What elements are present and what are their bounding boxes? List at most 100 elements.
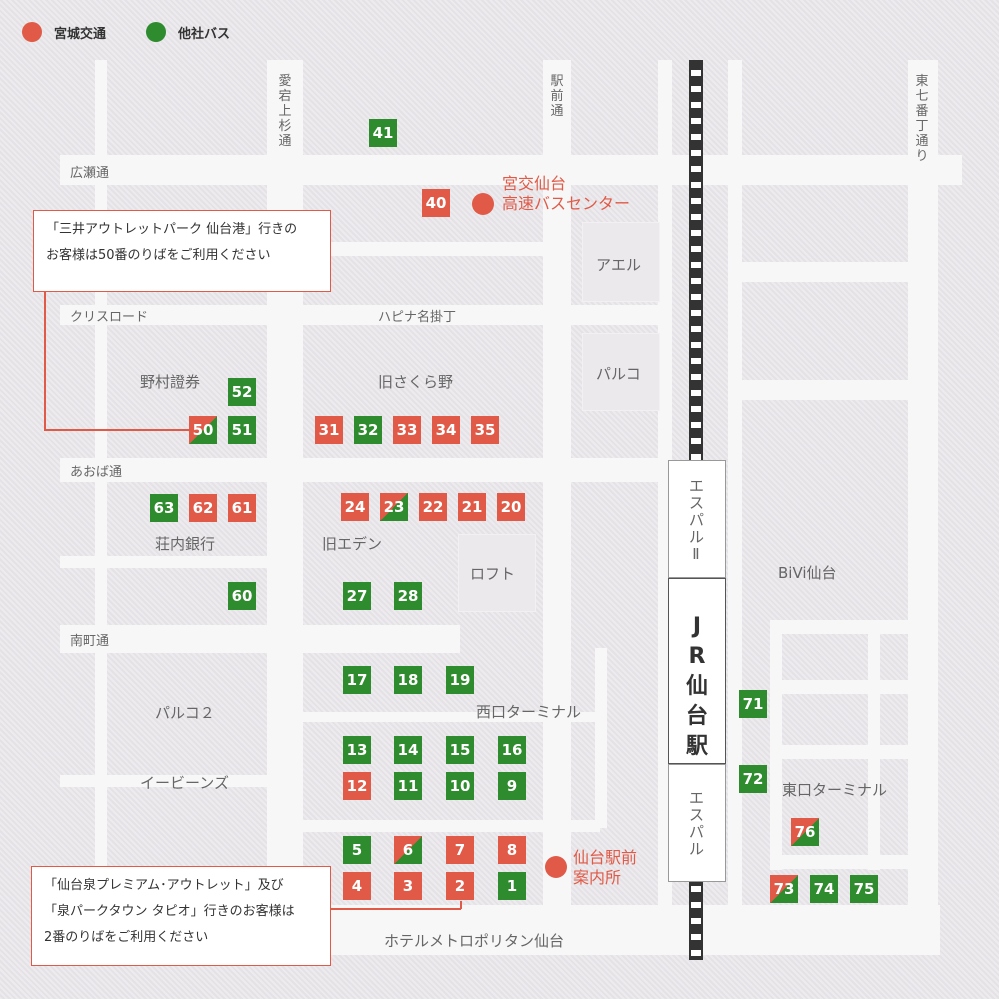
bus-stop-8[interactable]: 8	[498, 836, 526, 864]
label-sakurano: 旧さくら野	[378, 373, 454, 391]
bus-stop-27[interactable]: 27	[343, 582, 371, 610]
road-lower-west	[60, 775, 270, 787]
bus-stop-71[interactable]: 71	[739, 690, 767, 718]
note-bottom-line3: 2番のりばをご利用ください	[44, 930, 209, 945]
street-hirose: 広瀬通	[70, 166, 110, 181]
bus-stop-61[interactable]: 61	[228, 494, 256, 522]
bus-stop-32[interactable]: 32	[354, 416, 382, 444]
bus-stop-52[interactable]: 52	[228, 378, 256, 406]
road-west	[95, 60, 107, 955]
bus-stop-34[interactable]: 34	[432, 416, 460, 444]
bus-stop-72[interactable]: 72	[739, 765, 767, 793]
bus-stop-76[interactable]: 76	[791, 818, 819, 846]
label-loft: ロフト	[470, 565, 516, 583]
road-terminal-east	[595, 648, 607, 828]
bus-stop-22[interactable]: 22	[419, 493, 447, 521]
street-atago: 愛宕上杉通	[278, 74, 292, 149]
road-crisroad	[60, 305, 670, 325]
station-esparII	[668, 460, 726, 578]
road-east-lower3	[770, 745, 910, 759]
bus-stop-31[interactable]: 31	[315, 416, 343, 444]
bus-stop-1[interactable]: 1	[498, 872, 526, 900]
road-upper-link	[300, 242, 545, 256]
bus-stop-21[interactable]: 21	[458, 493, 486, 521]
bus-stop-63[interactable]: 63	[150, 494, 178, 522]
road-hirose	[60, 155, 962, 185]
label-bivi: BiVi仙台	[778, 564, 837, 582]
label-shonai: 荘内銀行	[155, 535, 216, 553]
highway-bus-center-line1: 宮交仙台	[502, 174, 567, 193]
highway-bus-center-label: 宮交仙台 高速バスセンター	[502, 174, 630, 214]
bus-stop-9[interactable]: 9	[498, 772, 526, 800]
bus-stop-3[interactable]: 3	[394, 872, 422, 900]
bus-stop-15[interactable]: 15	[446, 736, 474, 764]
bus-stop-6[interactable]: 6	[394, 836, 422, 864]
bus-stop-74[interactable]: 74	[810, 875, 838, 903]
bus-stop-4[interactable]: 4	[343, 872, 371, 900]
bus-stop-41[interactable]: 41	[369, 119, 397, 147]
road-east-1	[728, 60, 742, 955]
label-eden: 旧エデン	[322, 535, 383, 553]
bus-stop-50[interactable]: 50	[189, 416, 217, 444]
bus-stop-60[interactable]: 60	[228, 582, 256, 610]
bus-stop-35[interactable]: 35	[471, 416, 499, 444]
bus-stop-73[interactable]: 73	[770, 875, 798, 903]
station-espar	[668, 764, 726, 882]
note-bottom-line2: 「泉パークタウン タピオ」行きのお客様は	[44, 904, 295, 919]
bus-stop-11[interactable]: 11	[394, 772, 422, 800]
street-aoba: あおば通	[70, 465, 123, 480]
building-aeru	[582, 222, 660, 302]
note-izumi-outlet: 「仙台泉プレミアム･アウトレット」及び 「泉パークタウン タピオ」行きのお客様は…	[31, 866, 331, 966]
road-bank-side	[60, 556, 270, 568]
street-minamimachi: 南町通	[70, 634, 110, 649]
building-parco	[582, 333, 660, 411]
road-east-v3	[868, 620, 880, 870]
road-higashi7	[908, 60, 938, 955]
label-nishiguchi: 西口ターミナル	[476, 703, 582, 721]
bus-stop-5[interactable]: 5	[343, 836, 371, 864]
label-aeru: アエル	[596, 256, 642, 274]
bus-stop-7[interactable]: 7	[446, 836, 474, 864]
bus-stop-62[interactable]: 62	[189, 494, 217, 522]
label-espar: エスパル	[689, 789, 705, 858]
bus-stop-24[interactable]: 24	[341, 493, 369, 521]
label-parco: パルコ	[596, 365, 641, 383]
bus-stop-23[interactable]: 23	[380, 493, 408, 521]
label-hotel: ホテルメトロポリタン仙台	[384, 932, 565, 950]
road-east-v2	[770, 620, 782, 870]
leader-line-top-h	[44, 429, 194, 431]
street-hapina: ハピナ名掛丁	[378, 310, 457, 325]
road-terminal-south	[300, 820, 600, 832]
legend-miyagi-label: 宮城交通	[54, 27, 107, 42]
road-atago	[267, 60, 303, 955]
bus-stop-17[interactable]: 17	[343, 666, 371, 694]
street-crisroad: クリスロード	[70, 310, 149, 325]
info-center-line2: 案内所	[573, 868, 622, 887]
bus-stop-28[interactable]: 28	[394, 582, 422, 610]
bus-stop-2[interactable]: 2	[446, 872, 474, 900]
bus-stop-13[interactable]: 13	[343, 736, 371, 764]
note-top-line1: 「三井アウトレットパーク 仙台港」行きの	[46, 222, 298, 237]
label-higashiguchi: 東口ターミナル	[782, 781, 888, 799]
note-bottom-line1: 「仙台泉プレミアム･アウトレット」及び	[44, 878, 284, 893]
highway-bus-center-marker	[472, 193, 494, 215]
bus-stop-20[interactable]: 20	[497, 493, 525, 521]
note-top-line2: お客様は50番のりばをご利用ください	[46, 248, 271, 263]
road-minamimachi	[60, 625, 460, 653]
bus-stop-18[interactable]: 18	[394, 666, 422, 694]
bus-stop-12[interactable]: 12	[343, 772, 371, 800]
bus-stop-51[interactable]: 51	[228, 416, 256, 444]
bus-stop-40[interactable]: 40	[422, 189, 450, 217]
label-nomura: 野村證券	[140, 373, 201, 391]
street-ekimae: 駅前通	[550, 74, 564, 119]
bus-stop-75[interactable]: 75	[850, 875, 878, 903]
bus-stop-33[interactable]: 33	[393, 416, 421, 444]
leader-line-top-v	[44, 292, 46, 430]
bus-stop-19[interactable]: 19	[446, 666, 474, 694]
bus-stop-14[interactable]: 14	[394, 736, 422, 764]
leader-line-bottom-h	[331, 908, 461, 910]
bus-stop-16[interactable]: 16	[498, 736, 526, 764]
legend-miyagi-dot	[22, 22, 42, 42]
highway-bus-center-line2: 高速バスセンター	[502, 194, 631, 213]
bus-stop-10[interactable]: 10	[446, 772, 474, 800]
